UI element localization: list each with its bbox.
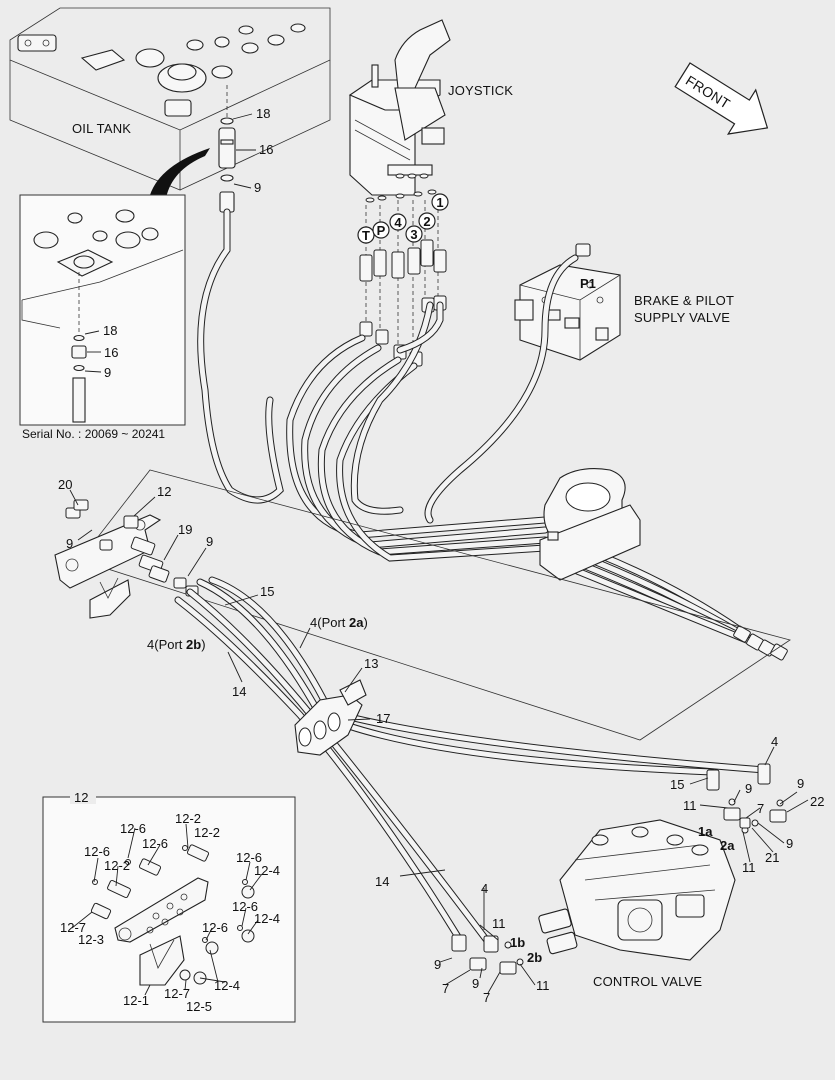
inset-part-12-6-f: 12-6 (202, 920, 228, 935)
part-11-valve-a: 11 (683, 798, 697, 813)
bracket-inset (42, 790, 296, 1023)
part-9-bracket-a: 9 (66, 536, 73, 551)
part-9-tank: 9 (254, 180, 261, 195)
tank-fittings (218, 117, 236, 213)
joystick (348, 19, 451, 196)
port-1b-label: 1b (510, 935, 525, 950)
part-9-valve-b: 9 (745, 781, 752, 796)
inset-part-12-6-a: 12-6 (120, 821, 146, 836)
svg-text:4: 4 (394, 215, 402, 230)
part-18-tank: 18 (256, 106, 270, 121)
oil-tank-label: OIL TANK (72, 121, 131, 136)
port-2a-label: 4(Port 2a) (310, 615, 368, 630)
inset-part-12-2-b: 12-6 (142, 836, 168, 851)
joystick-port-markers: T P 4 3 2 1 (357, 193, 449, 244)
part-4-valve-lower: 4 (481, 881, 488, 896)
part-22: 22 (810, 794, 824, 809)
leader-lines (69, 113, 809, 996)
callout-labels: OIL TANK JOYSTICK BRAKE & PILOT SUPPLY V… (22, 83, 824, 1014)
inset-part-12-7-a: 12-7 (60, 920, 86, 935)
port-1a-label: 1a (698, 824, 713, 839)
brake-valve-label-line1: BRAKE & PILOT (634, 293, 734, 308)
joystick-fittings (359, 173, 447, 367)
upper-hose-ends (733, 625, 788, 661)
hose-grommet-block (539, 468, 641, 581)
inset-part-12-7-b: 12-7 (164, 986, 190, 1001)
part-9-bracket-b: 9 (206, 534, 213, 549)
part-20: 20 (58, 477, 72, 492)
part-11-valve-d: 11 (536, 978, 550, 993)
port-p1-label: P1 (580, 276, 596, 291)
serial-inset (19, 194, 186, 426)
part-12-bracket: 12 (157, 484, 171, 499)
svg-text:1: 1 (436, 195, 443, 210)
part-14-valve: 14 (375, 874, 389, 889)
svg-text:T: T (362, 228, 370, 243)
part-9-valve-d: 9 (434, 957, 441, 972)
inset-part-12-6-b: 12-2 (175, 811, 201, 826)
inset-part-12-4-a: 12-4 (254, 863, 280, 878)
part-14-bracket: 14 (232, 684, 246, 699)
left-bracket (54, 499, 199, 619)
control-valve-label: CONTROL VALVE (593, 974, 702, 989)
inset-part-12-3: 12-3 (78, 932, 104, 947)
inset-part-18: 18 (103, 323, 117, 338)
port-marker-2: 2 (418, 212, 436, 230)
port-2a-valve-label: 2a (720, 838, 735, 853)
inset-part-9: 9 (104, 365, 111, 380)
part-4-valve-upper: 4 (771, 734, 778, 749)
port-marker-1: 1 (431, 193, 449, 211)
serial-number-label: Serial No. : 20069 ~ 20241 (22, 427, 165, 441)
oil-tank (9, 7, 331, 191)
svg-text:2: 2 (423, 214, 430, 229)
inset-title-12: 12 (74, 790, 88, 805)
inset-part-12-2-a: 12-2 (194, 825, 220, 840)
inset-pointer-arrow (150, 148, 210, 198)
part-7-valve-a: 7 (757, 801, 764, 816)
part-9-valve-e: 9 (472, 976, 479, 991)
control-valve (538, 819, 736, 961)
part-11-valve-b: 11 (742, 860, 756, 875)
svg-text:3: 3 (410, 227, 417, 242)
part-15-valve: 15 (670, 777, 684, 792)
inset-part-12-2-c: 12-2 (104, 858, 130, 873)
inset-part-12-6-d: 12-6 (236, 850, 262, 865)
hose-clamp (294, 679, 367, 756)
valve-fittings-right (451, 763, 787, 975)
svg-text:P: P (377, 223, 386, 238)
part-9-valve-a: 9 (797, 776, 804, 791)
inset-part-16: 16 (104, 345, 118, 360)
part-11-valve-c: 11 (492, 916, 506, 931)
inset-part-12-5: 12-5 (186, 999, 212, 1014)
port-marker-t: T (357, 226, 375, 244)
inset-part-12-4-b: 12-4 (254, 911, 280, 926)
port-2b-valve-label: 2b (527, 950, 542, 965)
part-16-tank: 16 (259, 142, 273, 157)
port-marker-4: 4 (389, 213, 407, 231)
part-17: 17 (376, 711, 390, 726)
part-7-valve-b: 7 (442, 981, 449, 996)
inset-part-12-1: 12-1 (123, 993, 149, 1008)
port-marker-3: 3 (405, 225, 423, 243)
part-7-valve-c: 7 (483, 990, 490, 1005)
part-19: 19 (178, 522, 192, 537)
part-13: 13 (364, 656, 378, 671)
brake-valve-label-line2: SUPPLY VALVE (634, 310, 730, 325)
inset-part-12-4-c: 12-4 (214, 978, 240, 993)
port-2b-label: 4(Port 2b) (147, 637, 206, 652)
inset-part-12-6-e: 12-6 (232, 899, 258, 914)
mounting-plane-outline (79, 469, 791, 741)
inset-part-12-6-c: 12-6 (84, 844, 110, 859)
part-21: 21 (765, 850, 779, 865)
part-15-bracket: 15 (260, 584, 274, 599)
upper-hose-bundle (197, 208, 780, 656)
joystick-label: JOYSTICK (448, 83, 513, 98)
part-9-valve-c: 9 (786, 836, 793, 851)
front-arrow: FRONT (674, 62, 769, 135)
port-marker-p: P (372, 221, 390, 239)
